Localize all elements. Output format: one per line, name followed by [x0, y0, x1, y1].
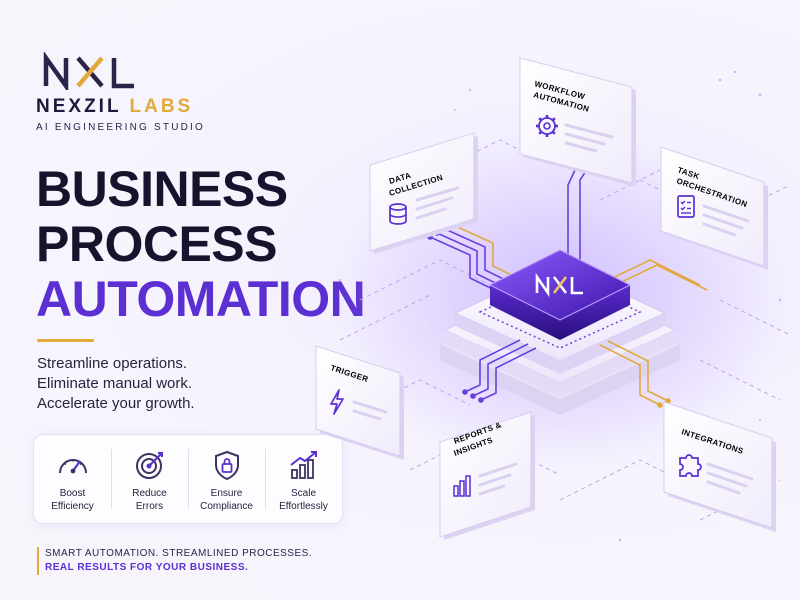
benefit-boost-efficiency: Boost Efficiency [34, 435, 111, 523]
card-task-orchestration: TASK ORCHESTRATION [660, 146, 768, 270]
benefit-ensure-compliance: Ensure Compliance [188, 435, 265, 523]
accent-divider [37, 339, 94, 342]
benefits-panel: Boost Efficiency Reduce Errors Ensure Co… [33, 434, 343, 524]
benefit-scale-effortlessly: Scale Effortlessly [265, 435, 342, 523]
target-icon [135, 452, 163, 479]
lightning-icon [330, 389, 344, 415]
headline-line-2: PROCESS [36, 216, 278, 272]
card-data-collection: DATA COLLECTION [369, 132, 478, 254]
footer-slogan: SMART AUTOMATION. STREAMLINED PROCESSES.… [37, 547, 312, 575]
gear-icon [536, 115, 558, 137]
brand-tagline: AI ENGINEERING STUDIO [36, 122, 205, 133]
growth-chart-icon [289, 451, 317, 479]
card-integrations: INTEGRATIONS [663, 401, 776, 532]
hub-logo-icon [535, 272, 583, 298]
brand-name: NEXZIL LABS [36, 96, 194, 117]
database-icon [389, 203, 407, 225]
bar-chart-icon [453, 475, 471, 497]
subheadline-line: Accelerate your growth. [37, 395, 195, 412]
subheadline-line: Eliminate manual work. [37, 375, 193, 392]
page-title: BUSINESS PROCESS AUTOMATION [36, 161, 366, 327]
sparkle-dots [338, 70, 782, 542]
checklist-icon [677, 195, 695, 218]
subheadline-line: Streamline operations. [37, 355, 188, 372]
hub-chip [488, 249, 632, 340]
shield-lock-icon [214, 450, 239, 481]
automation-diagram: WORKFLOW AUTOMATION DATA COLLECTION [315, 57, 791, 542]
benefit-reduce-errors: Reduce Errors [111, 435, 188, 523]
card-workflow-automation: WORKFLOW AUTOMATION [519, 57, 636, 187]
card-reports-insights: REPORTS & INSIGHTS [439, 411, 535, 540]
nxl-logo-icon [43, 52, 134, 90]
subheadline: Streamline operations. Eliminate manual … [37, 354, 195, 414]
headline-line-1: BUSINESS [36, 161, 288, 217]
headline-line-3: AUTOMATION [36, 271, 366, 327]
card-trigger: TRIGGER [315, 345, 404, 460]
gauge-icon [58, 459, 87, 474]
puzzle-icon [679, 454, 702, 477]
